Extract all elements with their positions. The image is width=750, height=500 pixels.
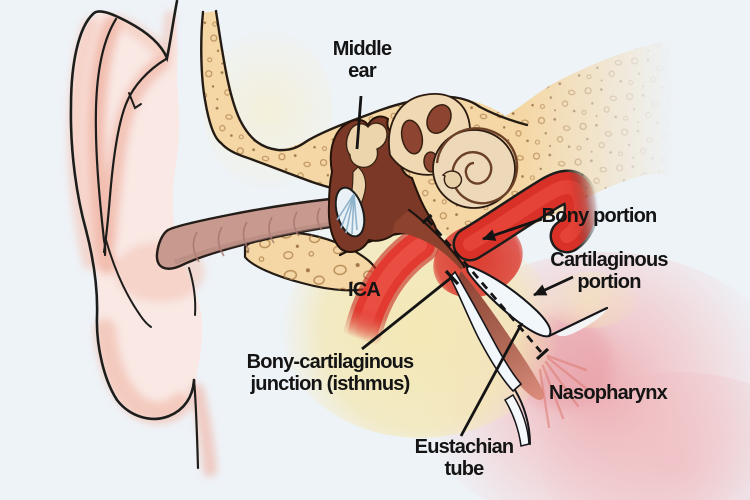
leader-middle-ear [355, 95, 363, 150]
ica-artery [344, 226, 439, 351]
eardrum [334, 186, 366, 238]
arrow-bony-portion [482, 217, 543, 241]
dashed-tube-axis [421, 213, 550, 361]
outer-ear [67, 0, 217, 477]
eustachian-tube [392, 208, 609, 447]
label-bony-portion: Bony portion [541, 205, 658, 227]
leader-junction-tick [444, 269, 460, 286]
tube-muscle [456, 271, 544, 400]
ossicles [345, 122, 388, 169]
label-cartilaginous-portion: Cartilaginous portion [550, 249, 668, 293]
inner-ear [388, 93, 519, 209]
carotid-artery-band [452, 169, 599, 262]
bony-tube-channel [392, 210, 464, 270]
label-ica: ICA [347, 279, 381, 301]
label-eustachian-tube: Eustachian tube [414, 436, 515, 480]
eardrum-striations [336, 193, 358, 235]
leader-junction [361, 275, 453, 351]
vestibule [441, 170, 463, 189]
torus-lower-wing [503, 393, 530, 447]
nasopharynx-streaks [538, 354, 590, 429]
leader-eustachian-tube [459, 322, 524, 437]
canal-ridges [192, 207, 323, 263]
annotations [355, 95, 574, 437]
label-nasopharynx: Nasopharynx [549, 382, 668, 404]
arrow-cartilaginous-portion [533, 275, 574, 297]
pinna-outline [69, 0, 200, 470]
bone-outline [200, 9, 529, 193]
label-junction: Bony-cartilaginous junction (isthmus) [246, 351, 415, 395]
cartilage-strip [449, 270, 523, 393]
label-middle-ear: Middle ear [332, 38, 392, 82]
